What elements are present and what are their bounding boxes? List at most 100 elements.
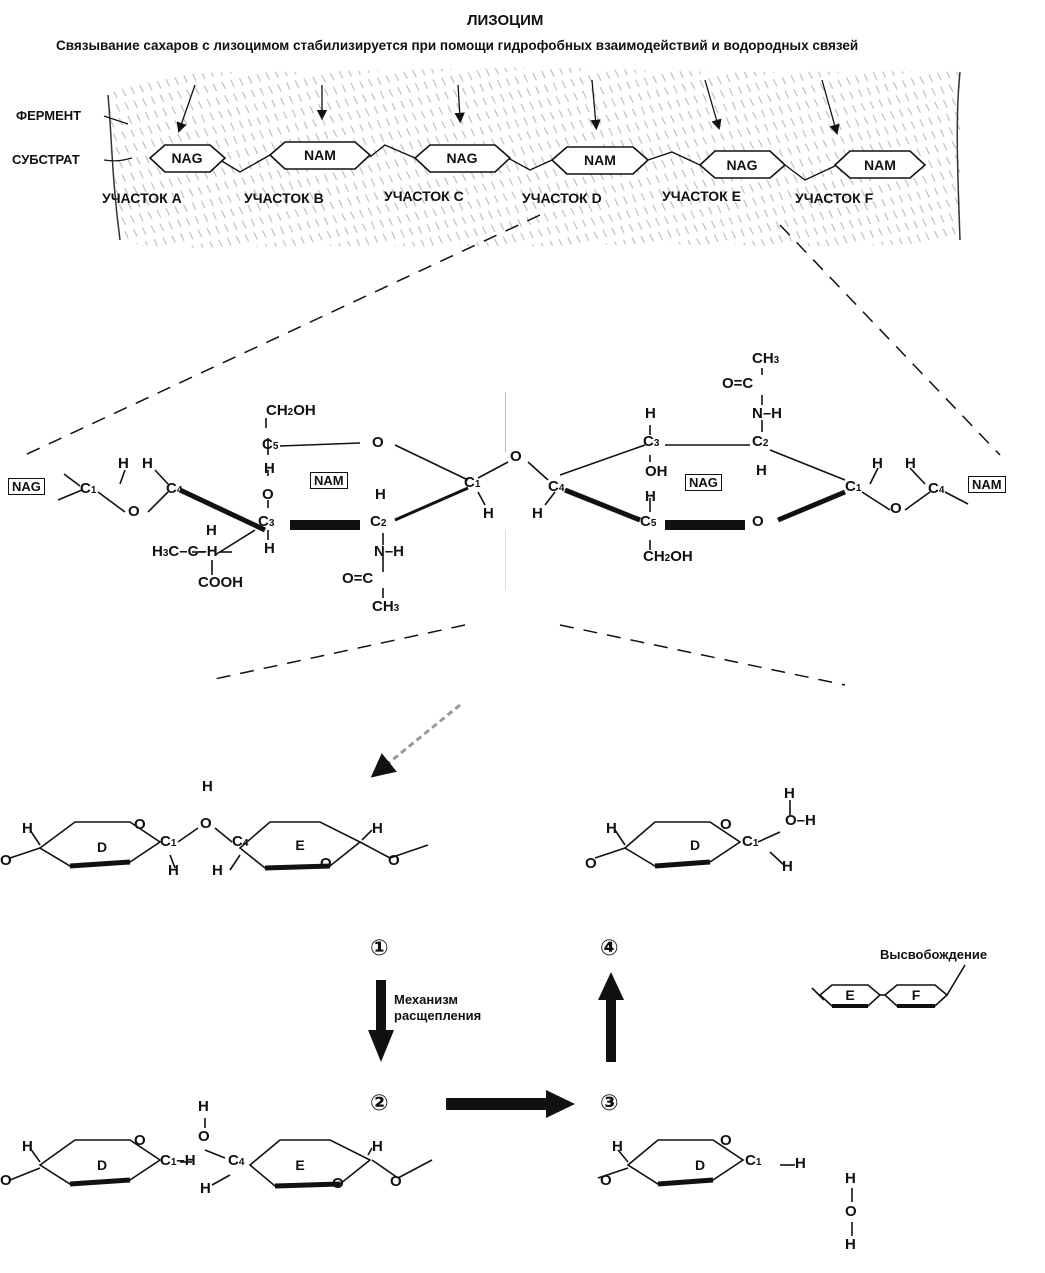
h-step1-top: H xyxy=(202,778,213,795)
c1-step1: C1 xyxy=(160,833,177,850)
ch3-right: CH3 xyxy=(752,350,780,367)
hex-nag-c xyxy=(413,144,512,173)
nh-left: N–H xyxy=(374,543,405,560)
box-nam-right: NAM xyxy=(968,476,1006,493)
sugar-hexagons: NAG NAM NAG NAM NAG NAM xyxy=(148,141,927,179)
c3-nag: C3 xyxy=(643,433,660,450)
svg-text:E: E xyxy=(845,987,854,1003)
h-c3: H xyxy=(264,540,275,557)
hex-nag-e-label: NAG xyxy=(726,157,757,173)
ch2oh-top: CH2OH xyxy=(266,402,316,419)
h-step3-left: H xyxy=(612,1138,623,1155)
process-arrows xyxy=(368,972,624,1118)
o-step2-right: O xyxy=(390,1173,402,1190)
h-right-2: H xyxy=(905,455,916,472)
h-step1-right: H xyxy=(372,820,383,837)
oh-c3: OH xyxy=(645,463,668,480)
hex-nag-e xyxy=(698,150,787,179)
h-step4-c1: H xyxy=(782,858,793,875)
hex-nam-d xyxy=(550,146,650,175)
oc-left: O=C xyxy=(342,570,374,587)
c1-nam: C1 xyxy=(464,474,481,491)
h-left-1: H xyxy=(118,455,129,472)
substrate-label: СУБСТРАТ xyxy=(12,152,80,167)
diagram-title: ЛИЗОЦИМ xyxy=(467,12,544,29)
o-step1-right: O xyxy=(388,852,400,869)
ring-letters: D E D D E D E F xyxy=(97,837,921,1173)
hex-nam-b xyxy=(268,141,372,170)
box-nag-left: NAG xyxy=(8,478,45,495)
hex-nag-a xyxy=(148,144,227,173)
svg-text:D: D xyxy=(690,837,700,853)
h-c2: H xyxy=(375,486,386,503)
hex-nam-b-label: NAM xyxy=(304,147,336,163)
enzyme-band xyxy=(107,67,961,248)
site-label-b: УЧАСТОК B xyxy=(244,190,324,206)
ch3-left: CH3 xyxy=(372,598,400,615)
water-o: O xyxy=(845,1203,857,1220)
h3c-lactyl: H3C–C–H xyxy=(152,543,218,560)
h-step2-top: H xyxy=(198,1098,209,1115)
oc-right: O=C xyxy=(722,375,754,392)
oh-step4: O–H xyxy=(785,812,816,829)
hex-nag-a-label: NAG xyxy=(171,150,202,166)
hex-nam-f xyxy=(833,150,927,179)
hex-nam-f-label: NAM xyxy=(864,157,896,173)
o-step1-left: O xyxy=(0,852,12,869)
substrate-pointer xyxy=(103,157,133,162)
h-lactyl: H xyxy=(206,522,217,539)
h-step2-c4: H xyxy=(200,1180,211,1197)
h-c5-nag: H xyxy=(645,488,656,505)
svg-text:F: F xyxy=(912,987,921,1003)
h-step2-left: H xyxy=(22,1138,33,1155)
c4-step1: C4 xyxy=(232,833,249,850)
c1-right: C1 xyxy=(845,478,862,495)
zoom-lines xyxy=(24,214,1001,686)
o-ring-nam: O xyxy=(372,434,384,451)
c3-nam: C3 xyxy=(258,513,275,530)
c2-nag: C2 xyxy=(752,433,769,450)
enzyme-pointer xyxy=(103,115,129,125)
site-label-d: УЧАСТОК D xyxy=(522,190,602,206)
o-step1-ring-e: O xyxy=(320,855,332,872)
mechanism-label: Механизм расщепления xyxy=(394,992,482,1023)
c4-nag: C4 xyxy=(548,478,565,495)
o-step2-top: O xyxy=(198,1128,210,1145)
c1-step3: C1 xyxy=(745,1152,762,1169)
svg-text:D: D xyxy=(97,1157,107,1173)
h-c4: H xyxy=(532,505,543,522)
o-step1-bridge: O xyxy=(200,815,212,832)
h-step3-c1: H xyxy=(795,1155,806,1172)
h-c3-nag: H xyxy=(645,405,656,422)
h-c5: H xyxy=(264,460,275,477)
step-3-marker: ③ xyxy=(600,1090,619,1115)
o-step3-left: O xyxy=(600,1172,612,1189)
h-right-1: H xyxy=(872,455,883,472)
c1-left: C1 xyxy=(80,480,97,497)
box-nag-ring: NAG xyxy=(685,474,722,491)
c4-left: C4 xyxy=(166,480,183,497)
step-4-marker: ④ xyxy=(600,935,619,960)
c1-step2: C1–H xyxy=(160,1152,196,1169)
o-bridge: O xyxy=(510,448,522,465)
site-label-f: УЧАСТОК F xyxy=(795,190,874,206)
ch2oh-bottom: CH2OH xyxy=(643,548,693,565)
c4-right: C4 xyxy=(928,480,945,497)
h-step2-right: H xyxy=(372,1138,383,1155)
o-step4-ring: O xyxy=(720,816,732,833)
h-c1: H xyxy=(483,505,494,522)
svg-text:D: D xyxy=(695,1157,705,1173)
h-step1-c1: H xyxy=(168,862,179,879)
box-nam-ring: NAM xyxy=(310,472,348,489)
o-step3-ring: O xyxy=(720,1132,732,1149)
hex-nag-c-label: NAG xyxy=(446,150,477,166)
o-c3: O xyxy=(262,486,274,503)
o-step2-left: O xyxy=(0,1172,12,1189)
step-1-marker: ① xyxy=(370,935,389,960)
c4-step2: C4 xyxy=(228,1152,245,1169)
diagram-subtitle: Связывание сахаров с лизоцимом стабилизи… xyxy=(56,38,859,53)
binding-arrows xyxy=(176,79,840,136)
lower-rings xyxy=(9,800,966,1236)
o-step1-ring-d: O xyxy=(134,816,146,833)
